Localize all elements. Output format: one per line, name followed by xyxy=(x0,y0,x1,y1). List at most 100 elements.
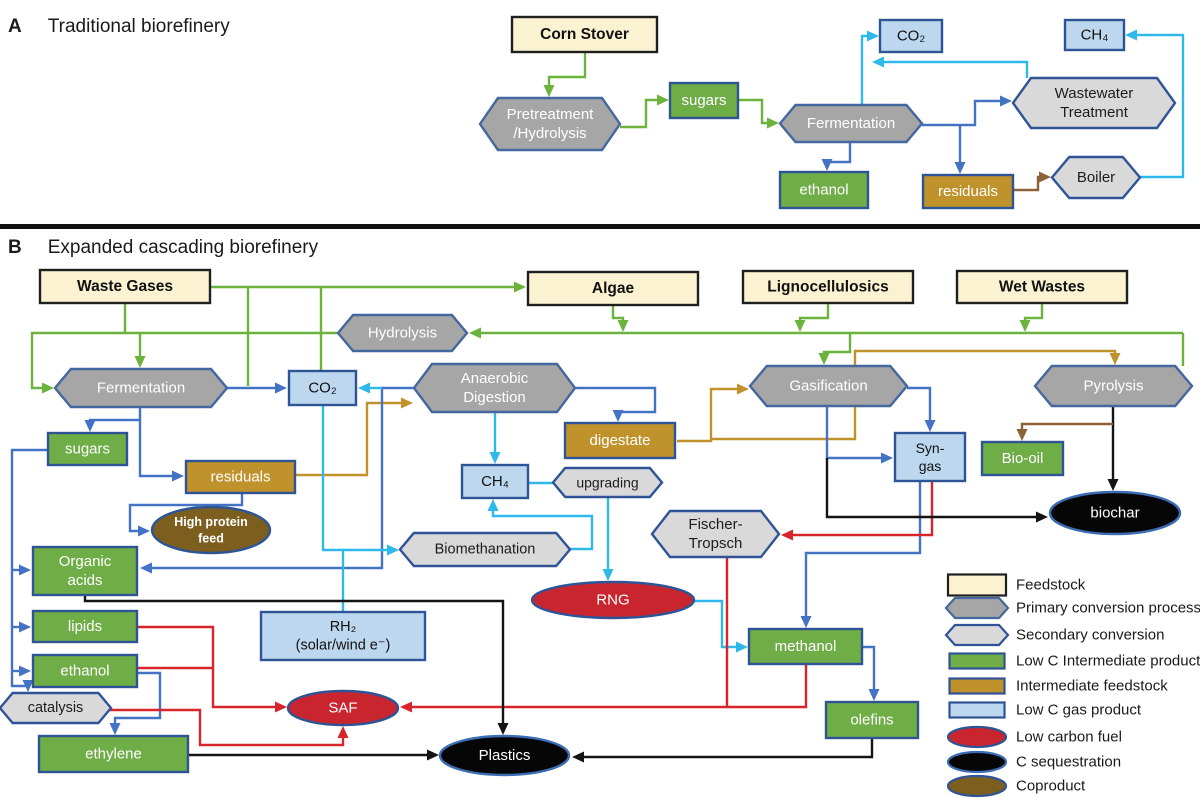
edge-blue-36 xyxy=(825,406,893,464)
legend-swatch xyxy=(948,701,1006,719)
edge-blue-8 xyxy=(821,142,852,171)
node-label: residuals xyxy=(210,469,270,486)
node-rng: RNG xyxy=(530,580,696,620)
edge-green-19 xyxy=(210,281,526,293)
node-label: Pretreatment xyxy=(507,106,595,123)
edge-line xyxy=(138,420,175,478)
edge-green-14 xyxy=(611,305,629,332)
edge-cyan-43 xyxy=(487,499,594,551)
node-pretreatment-hydrolysis: Pretreatment/Hydrolysis xyxy=(478,96,622,152)
edge-line xyxy=(907,386,932,423)
edge-blue-6 xyxy=(922,95,1012,127)
edge-brown-9 xyxy=(1013,171,1051,192)
node-residuals-a: residuals xyxy=(921,173,1015,210)
arrowhead xyxy=(543,85,555,97)
edge-blue-32 xyxy=(128,493,244,537)
node-fermentation-a: Fermentation xyxy=(778,103,924,144)
legend-swatch xyxy=(944,596,1010,620)
arrowhead xyxy=(767,117,779,129)
legend-item-intermediate: Intermediate feedstock xyxy=(948,677,1168,695)
edge-cyan-4 xyxy=(872,56,1029,78)
node-plastics: Plastics xyxy=(438,734,571,777)
node-shape xyxy=(741,269,915,305)
edge-line xyxy=(1134,33,1185,179)
node-label: Hydrolysis xyxy=(368,325,437,342)
edge-blue-30 xyxy=(12,621,31,633)
node-label: RNG xyxy=(596,592,629,609)
arrowhead xyxy=(140,562,152,574)
edge-blue-34 xyxy=(140,386,414,574)
node-label: SAF xyxy=(328,700,357,717)
edge-blue-37 xyxy=(800,481,922,628)
edge-line xyxy=(860,34,870,105)
arrowhead xyxy=(400,701,412,713)
node-shape xyxy=(46,431,129,467)
node-label: Fermentation xyxy=(97,380,185,397)
edge-line xyxy=(825,458,1039,519)
edge-cyan-5 xyxy=(1125,29,1185,179)
node-label: Syn- xyxy=(916,440,945,456)
arrowhead xyxy=(514,281,526,293)
arrowhead xyxy=(42,382,54,394)
node-layer: Corn StoverPretreatment/Hydrolysissugars… xyxy=(0,15,1194,777)
node-label: Wet Wastes xyxy=(999,279,1085,296)
node-hydrolysis: Hydrolysis xyxy=(336,313,469,353)
node-shape xyxy=(1033,364,1194,408)
arrowhead xyxy=(1039,171,1051,183)
legend-item-secondary: Secondary conversion xyxy=(944,623,1164,647)
node-shape xyxy=(1063,18,1126,52)
edge-black-54 xyxy=(83,595,509,735)
edge-black-55 xyxy=(188,749,439,761)
node-lignocellulosics: Lignocellulosics xyxy=(741,269,915,305)
node-algae: Algae xyxy=(526,270,700,307)
arrowhead xyxy=(387,544,399,556)
edge-blue-25 xyxy=(227,382,287,394)
node-shape xyxy=(668,81,740,120)
edge-green-10 xyxy=(30,303,127,394)
node-shape xyxy=(478,96,622,152)
legend-swatch xyxy=(946,750,1008,774)
node-shape xyxy=(921,173,1015,210)
node-label: Bio-oil xyxy=(1002,450,1044,467)
node-shape xyxy=(1011,76,1177,130)
node-pyrolysis: Pyrolysis xyxy=(1033,364,1194,408)
legend-label: Low carbon fuel xyxy=(1016,729,1122,746)
edge-red-50 xyxy=(400,664,808,713)
legend-swatch xyxy=(946,725,1008,749)
edge-line xyxy=(822,333,852,356)
node-fermentation-b: Fermentation xyxy=(53,367,229,409)
node-label: sugars xyxy=(681,92,726,109)
node-biochar: biochar xyxy=(1048,490,1182,536)
edge-line xyxy=(575,386,657,414)
node-label: ethanol xyxy=(799,182,848,199)
arrowhead xyxy=(469,327,481,339)
node-label: lipids xyxy=(68,618,102,635)
node-boiler: Boiler xyxy=(1050,155,1142,200)
node-shape xyxy=(336,313,469,353)
legend-label: Secondary conversion xyxy=(1016,627,1164,644)
edge-line xyxy=(798,303,830,323)
legend-label: Intermediate feedstock xyxy=(1016,678,1168,695)
node-label: Biomethanation xyxy=(435,542,536,558)
edge-line xyxy=(10,448,48,688)
edge-black-56 xyxy=(572,738,874,763)
edge-line xyxy=(581,738,874,759)
arrowhead xyxy=(1000,95,1012,107)
node-label: Lignocellulosics xyxy=(767,279,888,296)
arrowhead xyxy=(617,320,629,332)
edge-line xyxy=(694,599,739,649)
arrowhead xyxy=(487,499,499,511)
arrowhead xyxy=(19,621,31,633)
node-residuals-b: residuals xyxy=(184,459,297,495)
edge-black-57 xyxy=(1107,406,1119,491)
edge-black-58 xyxy=(825,458,1048,523)
node-biomethanation: Biomethanation xyxy=(398,531,572,568)
node-upgrading: upgrading xyxy=(551,466,664,499)
arrowhead xyxy=(872,56,884,68)
arrowhead xyxy=(427,749,439,761)
